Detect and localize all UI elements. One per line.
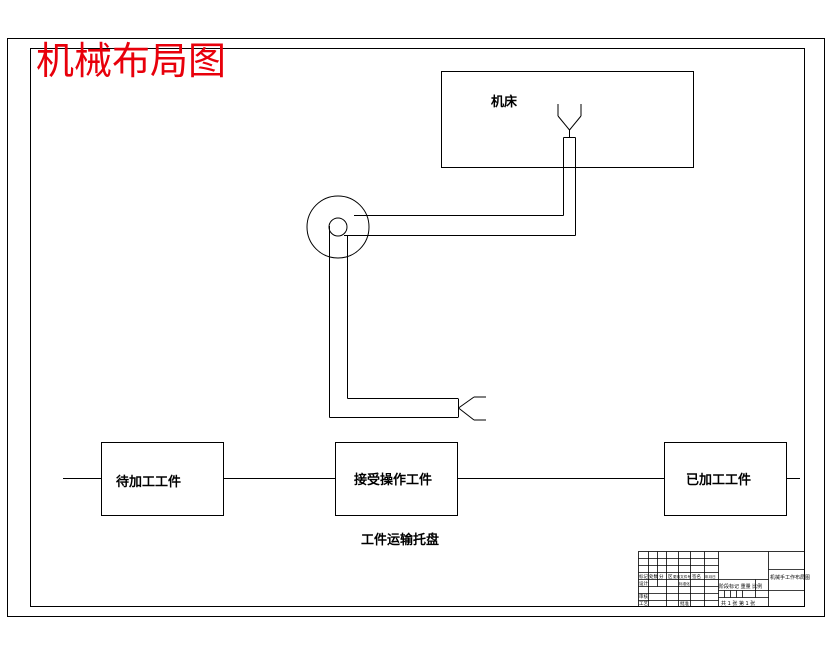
machine-tool-label: 机床 [491,94,518,110]
machine-tool-box [441,71,694,168]
tb-approve: 批准 [680,600,689,607]
tb-mark: 标记 [639,573,648,580]
robot-base-outer [306,195,370,259]
station-unprocessed: 待加工工件 [101,442,224,516]
tb-sheet-info: 共 1 张 第 1 张 [721,600,755,607]
machine-tool: 机床 [441,71,694,168]
tb-area: 区 [668,574,673,580]
tb-change-doc: 更改文件号 [673,574,691,579]
tb-date: 年月日 [705,574,716,579]
tb-stage-weight-scale: 阶段标记 重量 比例 [719,583,762,590]
machine-gripper-jaw-left [557,115,570,131]
outer-border [7,38,825,617]
inner-border [30,48,805,607]
tb-zone: 分 [659,573,664,580]
station-unprocessed-label: 待加工工件 [115,474,181,490]
tb-count: 处数 [649,573,658,580]
tb-review: 审核 [639,593,648,600]
station-processed: 已加工工件 [664,442,787,516]
station-processed-label: 已加工工件 [686,472,751,488]
title-block-text: 标记 处数 分 区 更改文件号 签名 年月日 设计 标准化 审核 工艺 批准 阶… [639,573,810,607]
robot-arm-lower [329,226,459,418]
conveyor-label: 工件运输托盘 [361,532,439,548]
tb-signature: 签名 [692,573,701,580]
tb-standard: 标准化 [679,581,690,586]
machine-gripper-jaw-right [569,115,582,131]
station-handling-label: 接受操作工件 [354,472,432,488]
title-block [638,551,805,607]
tb-process: 工艺 [639,601,648,607]
robot-arm-upper [344,137,576,236]
robot-base-joint [306,195,370,259]
conveyor-gripper [458,396,486,421]
tb-design: 设计 [639,580,648,587]
station-handling: 接受操作工件 [335,442,458,516]
tb-drawing-name: 机械手工作布局图 [770,574,810,581]
robot-base-inner [328,217,348,237]
drawing-title: 机械布局图 [36,39,226,83]
